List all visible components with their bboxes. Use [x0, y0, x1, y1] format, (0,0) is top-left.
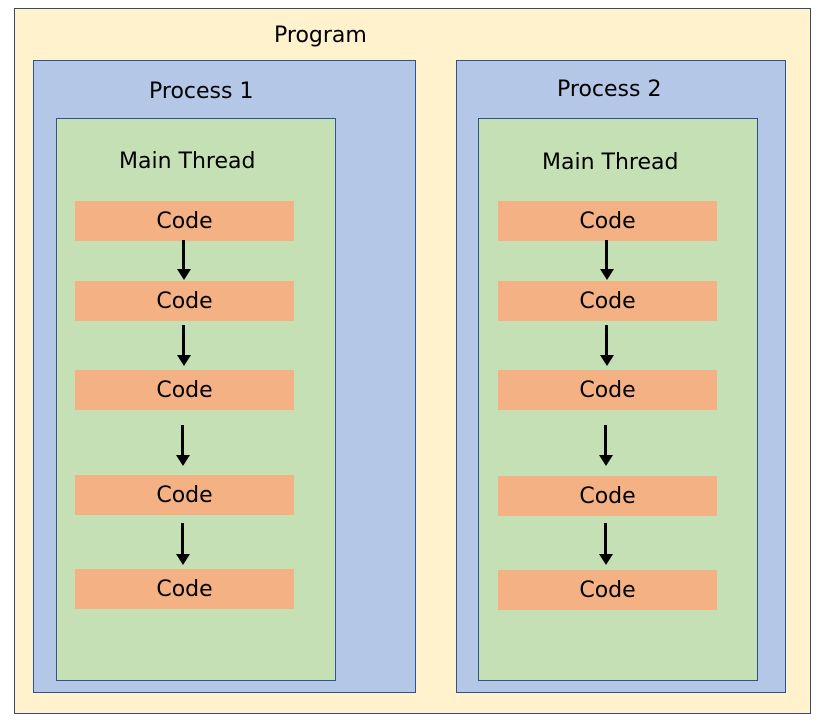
process-2-code-block-1: Code — [498, 201, 717, 241]
process-1-flow-arrow-1 — [177, 240, 191, 280]
process-1-flow-arrow-4 — [176, 523, 190, 565]
process-1-code-block-1: Code — [75, 201, 294, 241]
process-2-flow-arrow-1 — [600, 240, 614, 280]
process-2-code-block-2: Code — [498, 281, 717, 321]
process-1-thread-title: Main Thread — [119, 149, 256, 174]
process-2-thread-title: Main Thread — [542, 150, 679, 175]
process-1-flow-arrow-3 — [176, 425, 190, 466]
process-2-title: Process 2 — [557, 77, 662, 102]
process-1-code-block-4: Code — [75, 475, 294, 515]
process-2-flow-arrow-3 — [599, 425, 613, 466]
process-2-code-block-4: Code — [498, 476, 717, 516]
process-1-code-block-3: Code — [75, 370, 294, 410]
process-1-code-block-2: Code — [75, 281, 294, 321]
process-1-code-block-5: Code — [75, 569, 294, 609]
process-2-code-block-5: Code — [498, 570, 717, 610]
program-title: Program — [274, 23, 367, 48]
process-1-flow-arrow-2 — [177, 325, 191, 366]
process-2-flow-arrow-4 — [599, 523, 613, 565]
process-1-title: Process 1 — [149, 79, 254, 104]
process-2-code-block-3: Code — [498, 370, 717, 410]
process-2-flow-arrow-2 — [600, 325, 614, 366]
